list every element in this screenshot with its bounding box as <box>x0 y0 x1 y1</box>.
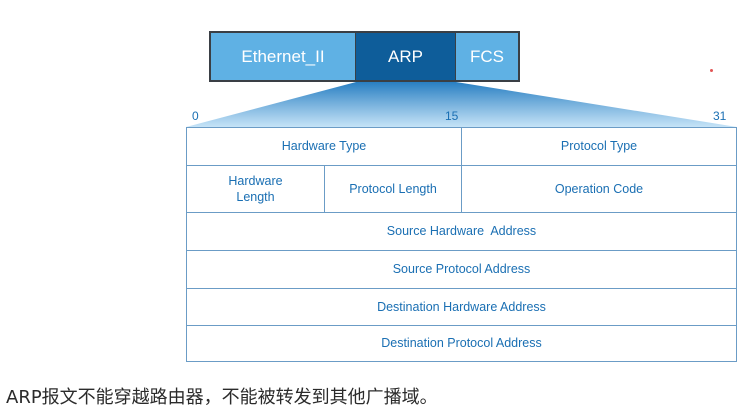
field-source-protocol-address-label: Source Protocol Address <box>392 262 531 277</box>
arp-segment: ARP <box>355 31 456 82</box>
row-divider <box>187 250 736 251</box>
field-hardware-type: Hardware Type <box>187 128 461 165</box>
column-divider <box>461 128 462 212</box>
field-source-protocol-address: Source Protocol Address <box>187 251 736 288</box>
field-destination-protocol-address-label: Destination Protocol Address <box>381 336 542 351</box>
fcs-segment: FCS <box>455 31 520 82</box>
fcs-label: FCS <box>470 46 504 66</box>
field-protocol-type-label: Protocol Type <box>560 139 638 154</box>
field-hardware-length: Hardware Length <box>187 166 324 212</box>
field-operation-code: Operation Code <box>462 166 736 212</box>
row-divider <box>187 288 736 289</box>
field-operation-code-label: Operation Code <box>554 181 644 196</box>
field-source-hardware-address-label: Source Hardware Address <box>386 224 537 239</box>
arp-label: ARP <box>388 46 423 66</box>
field-hardware-length-line1: Hardware <box>228 173 283 188</box>
ethernet-ii-label: Ethernet_II <box>241 46 325 66</box>
field-protocol-length: Protocol Length <box>325 166 461 212</box>
caption-text: ARP报文不能穿越路由器，不能被转发到其他广播域。 <box>6 387 438 408</box>
field-hardware-length-line2: Length <box>236 190 275 204</box>
row-divider <box>187 325 736 326</box>
field-destination-protocol-address: Destination Protocol Address <box>187 326 736 361</box>
column-divider <box>324 165 325 212</box>
field-source-hardware-address: Source Hardware Address <box>187 213 736 250</box>
bit-marker-15: 15 <box>445 109 459 123</box>
field-hardware-type-label: Hardware Type <box>281 139 367 154</box>
bit-marker-31: 31 <box>713 109 727 123</box>
field-destination-hardware-address-label: Destination Hardware Address <box>377 299 546 314</box>
field-protocol-length-label: Protocol Length <box>349 181 437 196</box>
row-divider <box>187 212 736 213</box>
field-protocol-type: Protocol Type <box>462 128 736 165</box>
field-destination-hardware-address: Destination Hardware Address <box>187 289 736 325</box>
ethernet-ii-segment: Ethernet_II <box>209 31 356 82</box>
red-dot-marker <box>710 69 713 72</box>
arp-packet-format: Hardware Type Protocol Type Hardware Len… <box>186 127 737 362</box>
bit-marker-0: 0 <box>192 109 199 123</box>
